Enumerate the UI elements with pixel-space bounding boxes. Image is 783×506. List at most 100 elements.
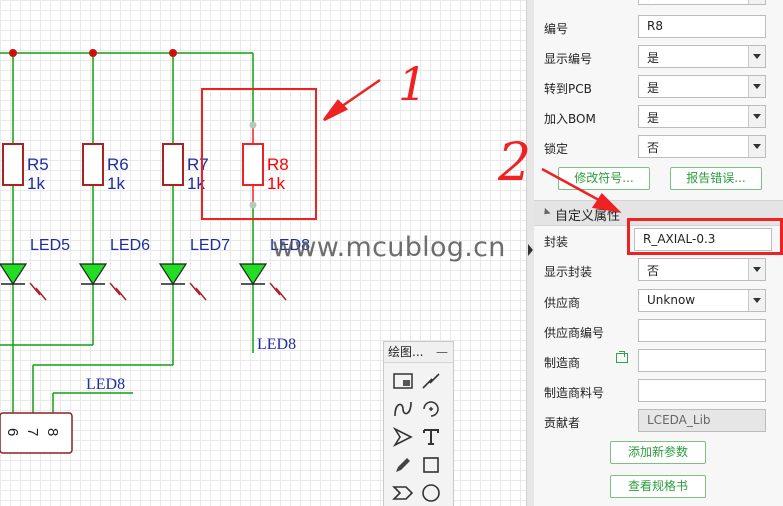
chevron-down-icon[interactable] [748, 106, 765, 127]
ref-r5[interactable]: R5 [27, 155, 49, 174]
junction-dot [9, 49, 17, 57]
junction-dot [169, 49, 177, 57]
select-value: 否 [647, 264, 660, 278]
value-r8[interactable]: 1k [267, 174, 285, 193]
supplier-part-input[interactable] [638, 319, 766, 342]
value-r6[interactable]: 1k [107, 174, 125, 193]
prop-row-to-pcb: 转到PCB 是 [534, 73, 783, 103]
label-led8[interactable]: LED8 [270, 237, 310, 254]
prop-label: 显示编号 [544, 52, 593, 66]
prop-row-manufacturer-part: 制造商料号 [534, 377, 783, 407]
modify-symbol-button[interactable]: 修改符号... [558, 167, 650, 190]
prop-row-supplier: 供应商 Unknow [534, 287, 783, 317]
pencil-icon[interactable] [389, 451, 417, 479]
add-bom-select[interactable]: 是 [638, 105, 766, 128]
led-led8[interactable] [238, 263, 287, 301]
chevron-down-icon[interactable] [748, 136, 765, 157]
to-pcb-select[interactable]: 是 [638, 75, 766, 98]
custom-properties-header[interactable]: 自定义属性 [534, 200, 783, 226]
prop-label: 锁定 [544, 142, 569, 156]
pin-end-dot [249, 121, 257, 129]
selection-box-r8 [201, 88, 317, 220]
designator-input[interactable]: R8 [638, 15, 766, 38]
rectangle-icon[interactable] [417, 451, 445, 479]
select-value: 否 [647, 141, 660, 155]
image-icon[interactable] [389, 367, 417, 395]
label-led6[interactable]: LED6 [110, 237, 150, 254]
ref-r8[interactable]: R8 [267, 155, 289, 174]
label-led5[interactable]: LED5 [30, 237, 70, 254]
pin-6: 6 [4, 428, 21, 436]
polygon-icon[interactable] [389, 479, 417, 506]
prop-row-manufacturer: 制造商 [534, 347, 783, 377]
chevron-down-icon[interactable] [748, 259, 765, 280]
prop-row-footprint: 封装 R_AXIAL-0.3 [534, 226, 783, 256]
resistor-r5[interactable] [2, 143, 24, 186]
junction-dot [89, 49, 97, 57]
palette-header[interactable]: 绘图... — [384, 342, 453, 363]
pin-7: 7 [24, 428, 41, 436]
bezier-icon[interactable] [389, 395, 417, 423]
prop-row-show-footprint: 显示封装 否 [534, 256, 783, 286]
prop-row-lock: 锁定 否 [534, 133, 783, 163]
palette-minimize-button[interactable]: — [436, 345, 448, 359]
prop-label: 显示封装 [544, 265, 593, 279]
annotation-one: 1 [398, 57, 427, 111]
wire-icon[interactable] [417, 367, 445, 395]
connector-body[interactable] [0, 412, 73, 454]
net-label-led8-a[interactable]: LED8 [257, 336, 296, 353]
arc-icon[interactable] [417, 395, 445, 423]
show-designator-select[interactable]: 是 [638, 45, 766, 68]
led-led5[interactable] [0, 263, 47, 301]
prop-row-partial: 是 [534, 0, 783, 10]
annotation-arrow-1 [322, 78, 381, 122]
annotation-overlay: 2 [497, 133, 622, 213]
chevron-down-icon[interactable] [748, 0, 765, 4]
partial-select-value: 是 [647, 0, 659, 2]
resistor-r6[interactable] [82, 143, 104, 186]
arrow-icon[interactable] [389, 423, 417, 451]
prop-label: 制造商 [544, 356, 581, 370]
lock-select[interactable]: 否 [638, 135, 766, 158]
drawing-tools-palette[interactable]: 绘图... — [383, 341, 454, 506]
watermark-text: www.mcublog.cn [272, 232, 506, 263]
partial-select[interactable]: 是 [638, 0, 766, 5]
manufacturer-input[interactable] [638, 349, 766, 372]
chevron-down-icon[interactable] [748, 290, 765, 311]
annotation-arrow-2 [541, 167, 622, 213]
prop-label: 加入BOM [544, 112, 596, 126]
prop-label: 供应商 [544, 296, 581, 310]
value-r7[interactable]: 1k [187, 174, 205, 193]
select-value: 是 [647, 81, 660, 95]
prop-label: 封装 [544, 235, 569, 249]
chevron-down-icon[interactable] [748, 76, 765, 97]
prop-row-designator: 编号 R8 [534, 13, 783, 43]
annotation-two: 2 [497, 133, 531, 193]
manufacturer-part-input[interactable] [638, 379, 766, 402]
ref-r6[interactable]: R6 [107, 155, 129, 174]
schematic-canvas[interactable]: R5 1k R6 1k R7 1k R8 1k LED5 LED6 LED7 L… [0, 0, 526, 506]
text-tool-icon[interactable] [417, 423, 445, 451]
view-datasheet-button[interactable]: 查看规格书 [610, 475, 706, 498]
prop-label: 供应商编号 [544, 326, 605, 340]
schematic-drawing[interactable]: R5 1k R6 1k R7 1k R8 1k LED5 LED6 LED7 L… [0, 0, 526, 506]
led-led7[interactable] [158, 263, 207, 301]
net-label-led8-b[interactable]: LED8 [86, 376, 125, 393]
circle-icon[interactable] [417, 479, 445, 506]
palette-title: 绘图... [388, 345, 424, 359]
add-parameter-button[interactable]: 添加新参数 [610, 441, 706, 464]
chevron-down-icon[interactable] [748, 46, 765, 67]
value-r5[interactable]: 1k [27, 174, 45, 193]
resistor-r7[interactable] [162, 143, 184, 186]
footprint-input[interactable]: R_AXIAL-0.3 [634, 228, 772, 251]
report-error-button[interactable]: 报告错误... [670, 167, 762, 190]
select-value: 是 [647, 111, 660, 125]
edit-link-icon[interactable] [616, 351, 628, 363]
resistor-r8[interactable] [242, 143, 264, 186]
led-led6[interactable] [78, 263, 127, 301]
supplier-select[interactable]: Unknow [638, 289, 766, 312]
ref-r7[interactable]: R7 [187, 155, 209, 174]
splitter-grip-icon[interactable] [528, 244, 533, 256]
label-led7[interactable]: LED7 [190, 237, 230, 254]
show-footprint-select[interactable]: 否 [638, 258, 766, 281]
